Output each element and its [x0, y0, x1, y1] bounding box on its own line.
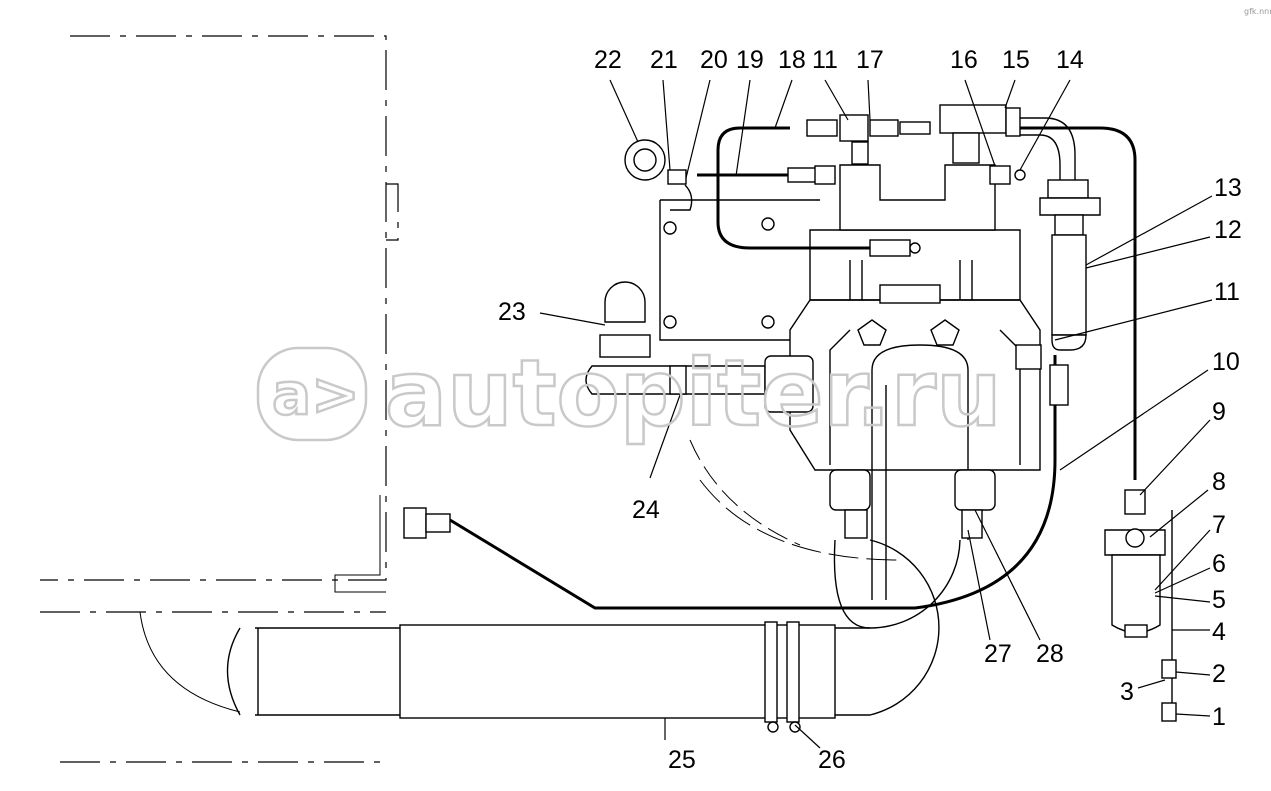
callout-11-right: 11 [1214, 278, 1240, 306]
callout-15: 15 [1002, 46, 1030, 74]
callout-27: 27 [984, 640, 1012, 668]
top-fittings [787, 104, 1026, 257]
left-hose-fitting [403, 507, 451, 539]
callout-24: 24 [632, 496, 660, 524]
watermark-symbol: a> [272, 360, 360, 428]
callout-1: 1 [1212, 703, 1226, 731]
callout-21: 21 [650, 46, 678, 74]
callout-8: 8 [1212, 468, 1226, 496]
callout-16: 16 [950, 46, 978, 74]
callout-28: 28 [1036, 640, 1064, 668]
riser-pipe [871, 344, 969, 600]
mounting-plate [659, 199, 820, 341]
callout-2: 2 [1212, 660, 1226, 688]
callout-22: 22 [594, 46, 622, 74]
right-pipe [1015, 117, 1101, 406]
callout-3: 3 [1120, 678, 1134, 706]
intake-elbow [585, 281, 814, 413]
watermark-text: autopiter.ru [385, 340, 1002, 447]
callout-10: 10 [1212, 348, 1240, 376]
callout-18: 18 [778, 46, 806, 74]
corner-mark: gfk.nnn [1244, 7, 1271, 16]
callout-13: 13 [1214, 174, 1242, 202]
base-arcs [139, 439, 901, 713]
callout-14: 14 [1056, 46, 1084, 74]
callout-25: 25 [668, 746, 696, 774]
callout-4: 4 [1212, 618, 1226, 646]
fuel-lines [449, 126, 1137, 610]
callout-17: 17 [856, 46, 884, 74]
fuel-filter [1104, 489, 1177, 722]
callout-6: 6 [1212, 550, 1226, 578]
pipe-insulation [399, 621, 836, 733]
pressure-gauge-ring [624, 139, 693, 211]
callout-9: 9 [1212, 398, 1226, 426]
callout-labels: 22 21 20 19 18 11 17 16 15 14 13 12 11 1… [498, 46, 1242, 774]
adjacent-unit-outline [40, 35, 399, 763]
watermark: a> autopiter.ru [256, 339, 1003, 448]
leader-lines [539, 79, 1213, 749]
callout-12: 12 [1214, 216, 1242, 244]
callout-23: 23 [498, 298, 526, 326]
callout-5: 5 [1212, 586, 1226, 614]
callout-7: 7 [1212, 511, 1226, 539]
callout-11-top: 11 [812, 46, 838, 74]
callout-19: 19 [736, 46, 764, 74]
callout-26: 26 [818, 746, 846, 774]
callout-20: 20 [700, 46, 728, 74]
